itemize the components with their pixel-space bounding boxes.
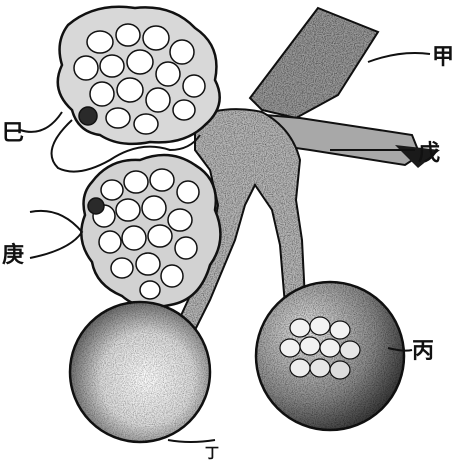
lower-lobule <box>81 155 220 307</box>
right-sphere-cells <box>280 317 360 379</box>
leader-top-right <box>368 53 430 62</box>
left-sphere <box>70 302 210 442</box>
label-top-right: 甲 <box>432 44 454 70</box>
right-sphere <box>256 282 404 430</box>
main-duct <box>250 8 378 118</box>
leader-bottom <box>168 440 215 442</box>
label-left-upper: 巳 <box>2 120 24 146</box>
leader-left-upper <box>20 112 62 132</box>
label-right-lower: 丙 <box>412 338 434 364</box>
upper-lobule <box>58 7 220 144</box>
leader-left-lower <box>30 211 82 258</box>
label-left-lower: 庚 <box>2 242 24 268</box>
label-bottom: 丁 <box>205 446 219 462</box>
label-right-middle: 戊 <box>418 140 440 166</box>
